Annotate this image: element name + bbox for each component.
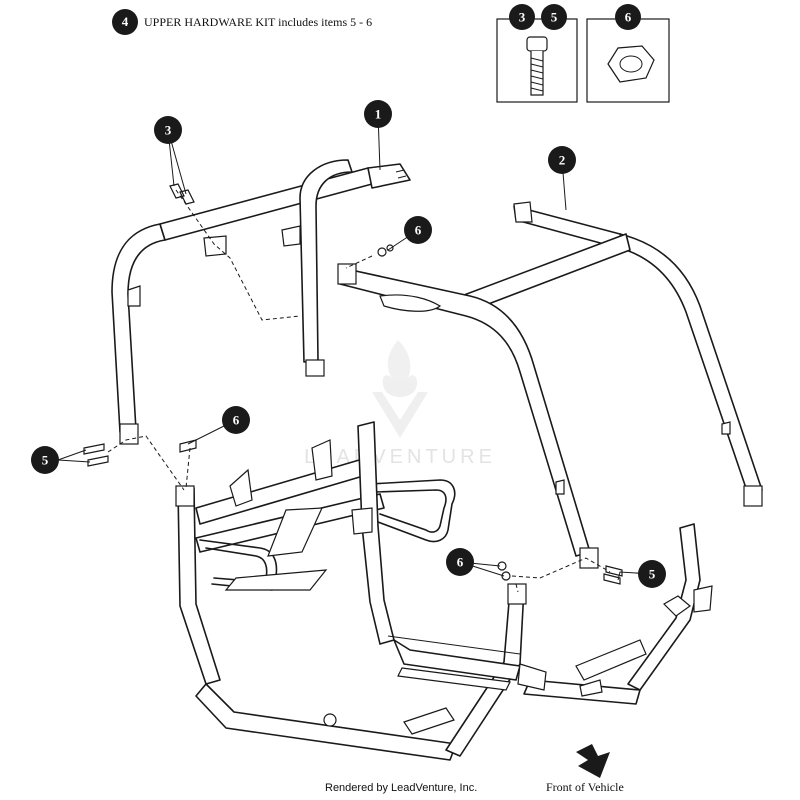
svg-text:5: 5: [42, 453, 49, 468]
svg-text:6: 6: [415, 223, 422, 238]
lower-frame: [175, 421, 713, 761]
direction-arrow-icon: [576, 744, 610, 778]
kit-text: UPPER HARDWARE KIT includes items 5 - 6: [144, 14, 373, 29]
callout-item-2: 2: [548, 146, 576, 174]
callout-item-3-top: 3: [154, 116, 182, 144]
callout-item-1: 1: [364, 100, 392, 128]
svg-text:3: 3: [519, 10, 526, 25]
callout-item-6-low: 6: [446, 548, 474, 576]
front-of-vehicle-label: Front of Vehicle: [546, 780, 624, 794]
hardware-bolts: [83, 183, 623, 585]
bolt-inset-box: [496, 18, 578, 103]
roll-bar-rear: [111, 159, 411, 445]
callout-item-5-left: 5: [31, 446, 59, 474]
svg-text:3: 3: [165, 123, 172, 138]
bolt-icon: [526, 36, 548, 96]
svg-text:2: 2: [559, 153, 566, 168]
nut-inset-box: [586, 18, 670, 103]
svg-text:6: 6: [625, 10, 632, 25]
nut-icon: [607, 45, 655, 83]
svg-text:5: 5: [649, 567, 656, 582]
assembly-dashed-lines: [107, 189, 611, 593]
flame-logo-icon: [372, 340, 428, 438]
inset-callout-bolt-3: 3: [509, 4, 535, 30]
callout-item-6-mid: 6: [222, 406, 250, 434]
svg-text:1: 1: [375, 107, 382, 122]
kit-number-badge: 4: [112, 9, 138, 35]
svg-text:6: 6: [457, 555, 464, 570]
callout-item-6-top: 6: [404, 216, 432, 244]
inset-callout-bolt-5: 5: [541, 4, 567, 30]
kit-description: 4 UPPER HARDWARE KIT includes items 5 - …: [112, 8, 372, 36]
callout-item-5-right: 5: [638, 560, 666, 588]
inset-callout-nut-6: 6: [615, 4, 641, 30]
svg-text:6: 6: [233, 413, 240, 428]
svg-text:5: 5: [551, 10, 558, 25]
roll-bar-front: [337, 201, 763, 569]
footer-credit: Rendered by LeadVenture, Inc.: [325, 782, 478, 794]
